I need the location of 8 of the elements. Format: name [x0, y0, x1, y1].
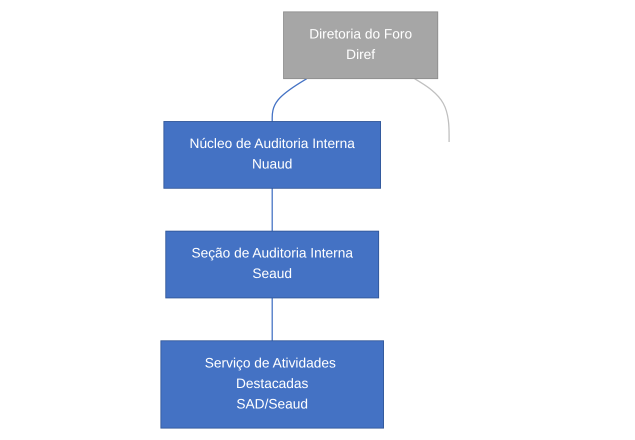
connector [271, 188, 273, 232]
node-box: Seção de Auditoria Interna Seaud [165, 230, 379, 298]
connector [271, 298, 273, 341]
node-box: Diretoria do Foro Diref [282, 11, 438, 80]
connector [414, 78, 450, 142]
node-box: Serviço de Atividades Destacadas SAD/Seaud [160, 340, 384, 429]
connector [271, 78, 307, 122]
node-box: Núcleo de Auditoria Interna Nuaud [163, 121, 381, 189]
